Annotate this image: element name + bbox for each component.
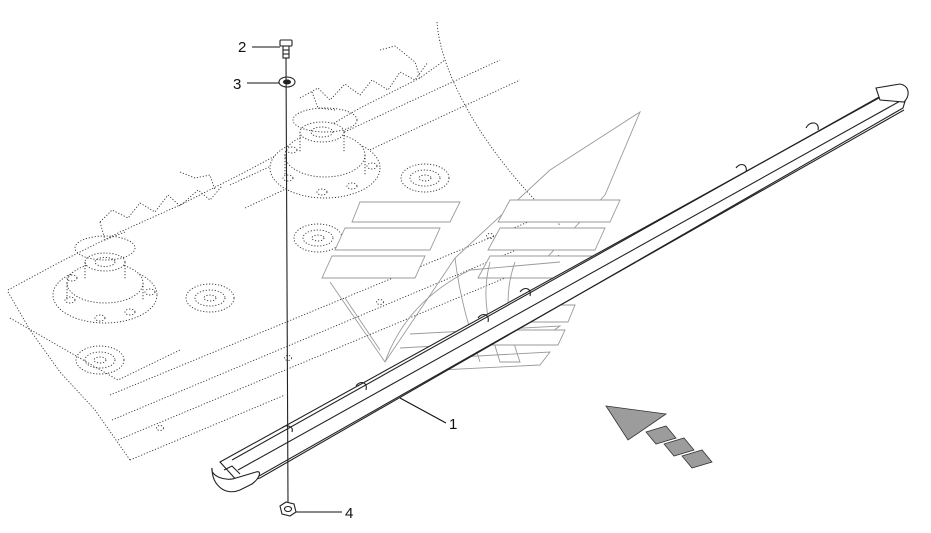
- cutter-bar-context: [7, 21, 561, 461]
- screw-part-2: [279, 39, 293, 59]
- callout-number-3: 3: [233, 76, 241, 93]
- callout-number-4: 4: [345, 505, 353, 522]
- knife-teeth: [99, 45, 429, 241]
- washer-part-3: [278, 76, 296, 88]
- nut-part-4: [279, 501, 297, 517]
- bar-holes: [156, 233, 494, 431]
- guard-strip-part-1: [211, 83, 909, 493]
- direction-arrow: [605, 405, 713, 469]
- watermark-logo: [321, 110, 641, 373]
- callout-number-1: 1: [449, 416, 457, 433]
- assembly-axis-line: [285, 57, 289, 503]
- callout-leaders: [247, 46, 447, 513]
- callout-number-2: 2: [238, 39, 246, 56]
- bearing-rings: [75, 163, 450, 375]
- disc-hub-left: [52, 235, 158, 324]
- disc-hub-right: [269, 107, 381, 199]
